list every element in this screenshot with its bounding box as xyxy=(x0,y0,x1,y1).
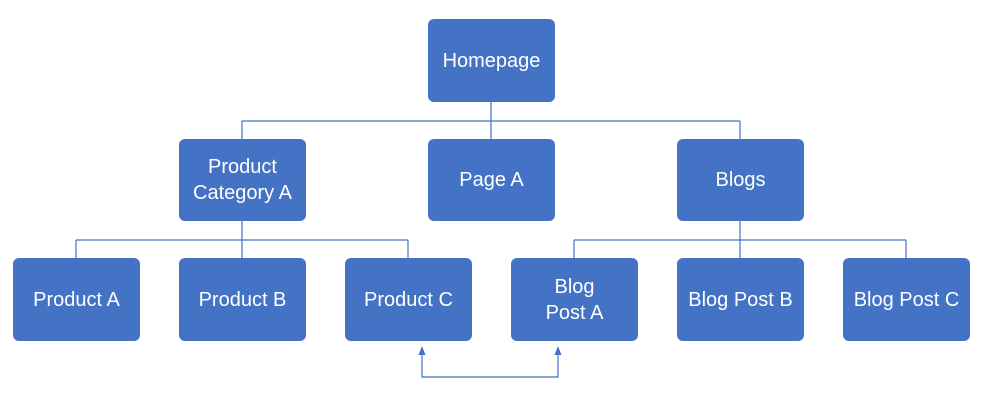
node-label: Blog Post B xyxy=(688,288,793,311)
node-product-b[interactable]: Product B xyxy=(179,258,306,341)
node-product-c[interactable]: Product C xyxy=(345,258,472,341)
node-blog-post-c[interactable]: Blog Post C xyxy=(843,258,970,341)
node-label: Blog Post A xyxy=(545,275,604,324)
node-label: Product C xyxy=(364,288,453,311)
node-product-a[interactable]: Product A xyxy=(13,258,140,341)
node-blogs[interactable]: Blogs xyxy=(677,139,804,221)
node-label: Blogs xyxy=(715,169,766,191)
node-label: Blog Post C xyxy=(853,288,960,311)
arrowhead-up-icon xyxy=(418,346,426,355)
node-blog-post-b[interactable]: Blog Post B xyxy=(677,258,804,341)
node-label: Product Category A xyxy=(193,156,292,204)
node-label: Page A xyxy=(459,169,524,191)
node-label: Homepage xyxy=(442,49,541,72)
node-label: Product A xyxy=(33,288,120,311)
node-page-a[interactable]: Page A xyxy=(428,139,555,221)
cross-link-product-c-blog-post-a xyxy=(421,354,559,378)
node-homepage[interactable]: Homepage xyxy=(428,19,555,102)
node-blog-post-a[interactable]: Blog Post A xyxy=(511,258,638,341)
arrowhead-up-icon xyxy=(554,346,562,355)
node-product-category-a[interactable]: Product Category A xyxy=(179,139,306,221)
node-label: Product B xyxy=(198,288,287,311)
